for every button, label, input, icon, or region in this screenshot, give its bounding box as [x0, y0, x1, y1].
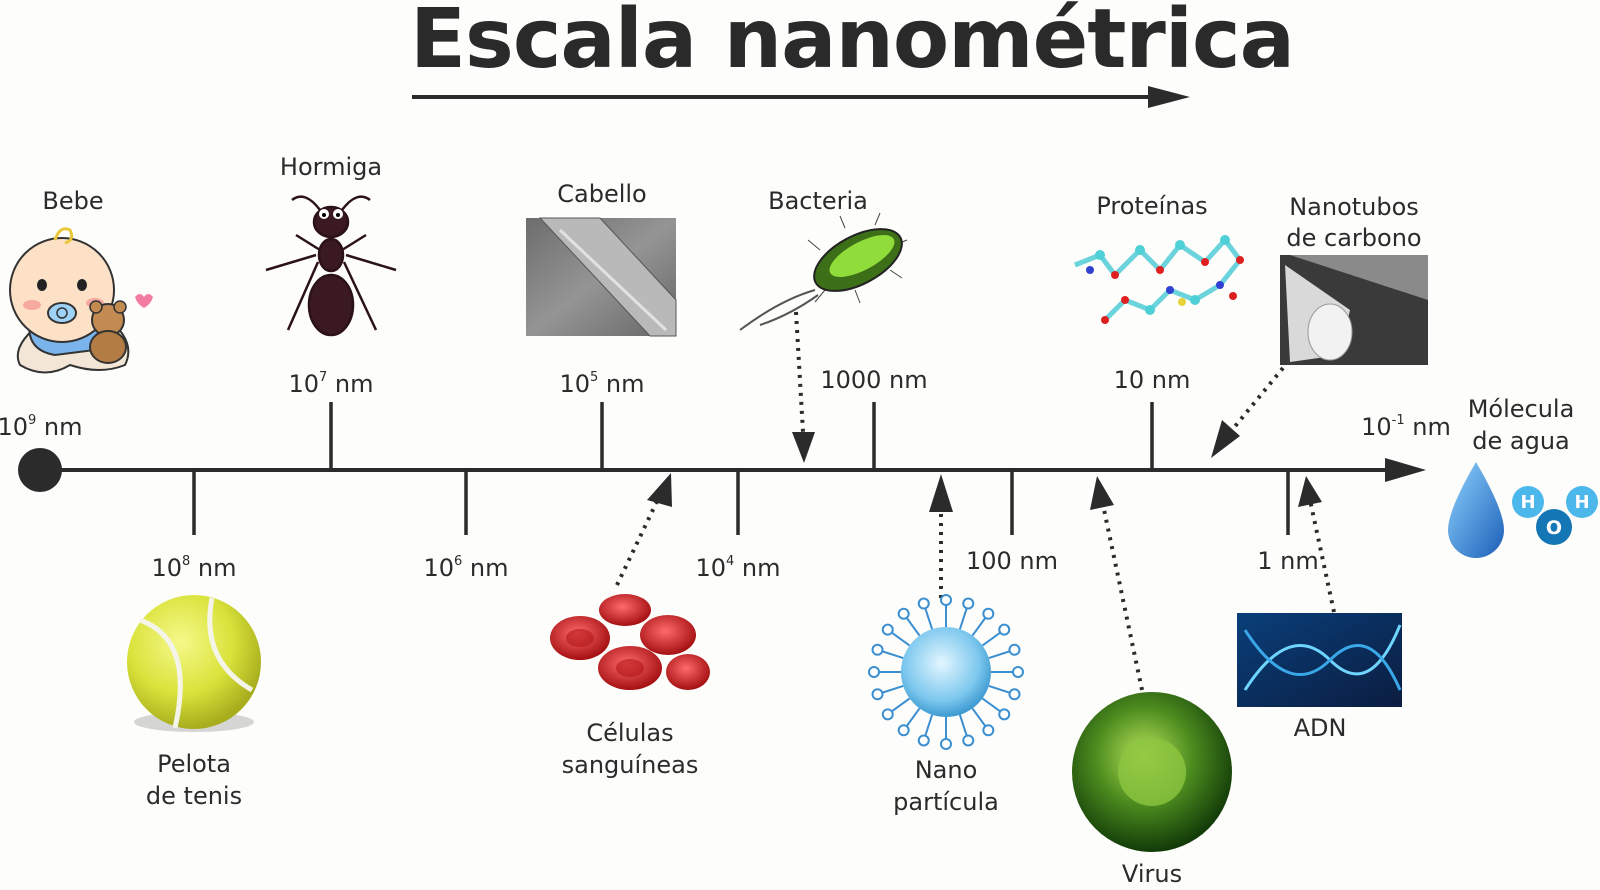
label-adn: ADN [1293, 714, 1347, 742]
scale-axis [18, 448, 1426, 492]
nanoparticle-spike-tip [917, 734, 930, 747]
nanoparticle-spike-tip [897, 607, 910, 620]
nanoparticle-spike-tip [897, 724, 910, 737]
nanoparticle-spike-tip [871, 688, 884, 701]
ant-illustration [265, 195, 397, 337]
scale-label-1e4: 104 nm [695, 554, 781, 582]
scale-label-100: 100 nm [965, 547, 1059, 575]
label-bebe: Bebe [42, 187, 104, 215]
label-nano-2: partícula [893, 788, 999, 816]
label-molecula-1: Mólecula [1467, 395, 1575, 423]
virus-illustration [1072, 692, 1232, 852]
nanoparticle-spike-tip [1008, 643, 1021, 656]
baby-illustration [9, 227, 153, 374]
atom-o: O [1545, 517, 1563, 539]
atom-h-right: H [1574, 492, 1590, 513]
dna-illustration [1237, 613, 1402, 707]
nanoparticle-spike-tip [881, 623, 894, 636]
label-pelota-1: Pelota [157, 750, 231, 778]
label-celulas-1: Células [586, 719, 674, 747]
nanoparticle-spike-tip [917, 597, 930, 610]
nanoparticle-spike-tip [1012, 666, 1024, 678]
page-title: Escala nanométrica [410, 0, 1295, 87]
nanoparticle-spike-tip [998, 623, 1011, 636]
scale-label-1e-1: 10-1 nm [1361, 413, 1451, 441]
nanoparticle-spike-tip [982, 724, 995, 737]
atom-h-left: H [1520, 492, 1536, 513]
blood-cells-illustration [550, 594, 710, 690]
label-cabello: Cabello [557, 180, 647, 208]
nanoparticle-spike-tip [962, 734, 975, 747]
hair-micrograph [526, 217, 677, 337]
nanoparticle-spike-tip [962, 597, 975, 610]
nanoparticle-spike-tip [881, 708, 894, 721]
scale-label-1e8: 108 nm [151, 554, 237, 582]
scale-label-1: 1 nm [1257, 547, 1319, 575]
scale-ticks [192, 402, 1290, 535]
pointer-arrows [615, 311, 1336, 691]
scale-label-1e9: 109 nm [0, 413, 83, 441]
label-bacteria: Bacteria [768, 187, 868, 215]
protein-molecule [1074, 235, 1244, 324]
label-molecula-2: de agua [1472, 427, 1570, 455]
scale-label-1e7: 107 nm [288, 370, 374, 398]
nanoparticle-illustration [868, 594, 1024, 750]
label-nanotubos-2: de carbono [1286, 224, 1422, 252]
label-celulas-2: sanguíneas [561, 751, 699, 779]
scale-label-1e6: 106 nm [423, 554, 509, 582]
tennis-ball-illustration [127, 595, 261, 732]
title-arrow [412, 86, 1190, 108]
nanoparticle-spike-tip [940, 594, 952, 606]
label-nanotubos-1: Nanotubos [1289, 193, 1419, 221]
label-virus: Virus [1121, 860, 1183, 888]
label-pelota-2: de tenis [145, 782, 243, 810]
bacteria-illustration [739, 212, 908, 331]
nanoparticle-spike-tip [940, 738, 952, 750]
nanoparticle-spike-tip [982, 607, 995, 620]
label-hormiga: Hormiga [279, 153, 383, 181]
label-nano-1: Nano [914, 756, 978, 784]
nanoparticle-spike-tip [1008, 688, 1021, 701]
scale-label-1e5: 105 nm [559, 370, 645, 398]
scale-label-1000: 1000 nm [820, 366, 928, 394]
nanoparticle-spike-tip [871, 643, 884, 656]
pointer-arrowheads [647, 420, 1322, 512]
label-proteinas: Proteínas [1096, 192, 1208, 220]
water-molecule-illustration [1448, 462, 1598, 558]
nanotubes-micrograph [1280, 255, 1428, 365]
nanoparticle-spike-tip [868, 666, 880, 678]
nanoparticle-spike-tip [998, 708, 1011, 721]
scale-label-10: 10 nm [1113, 366, 1191, 394]
